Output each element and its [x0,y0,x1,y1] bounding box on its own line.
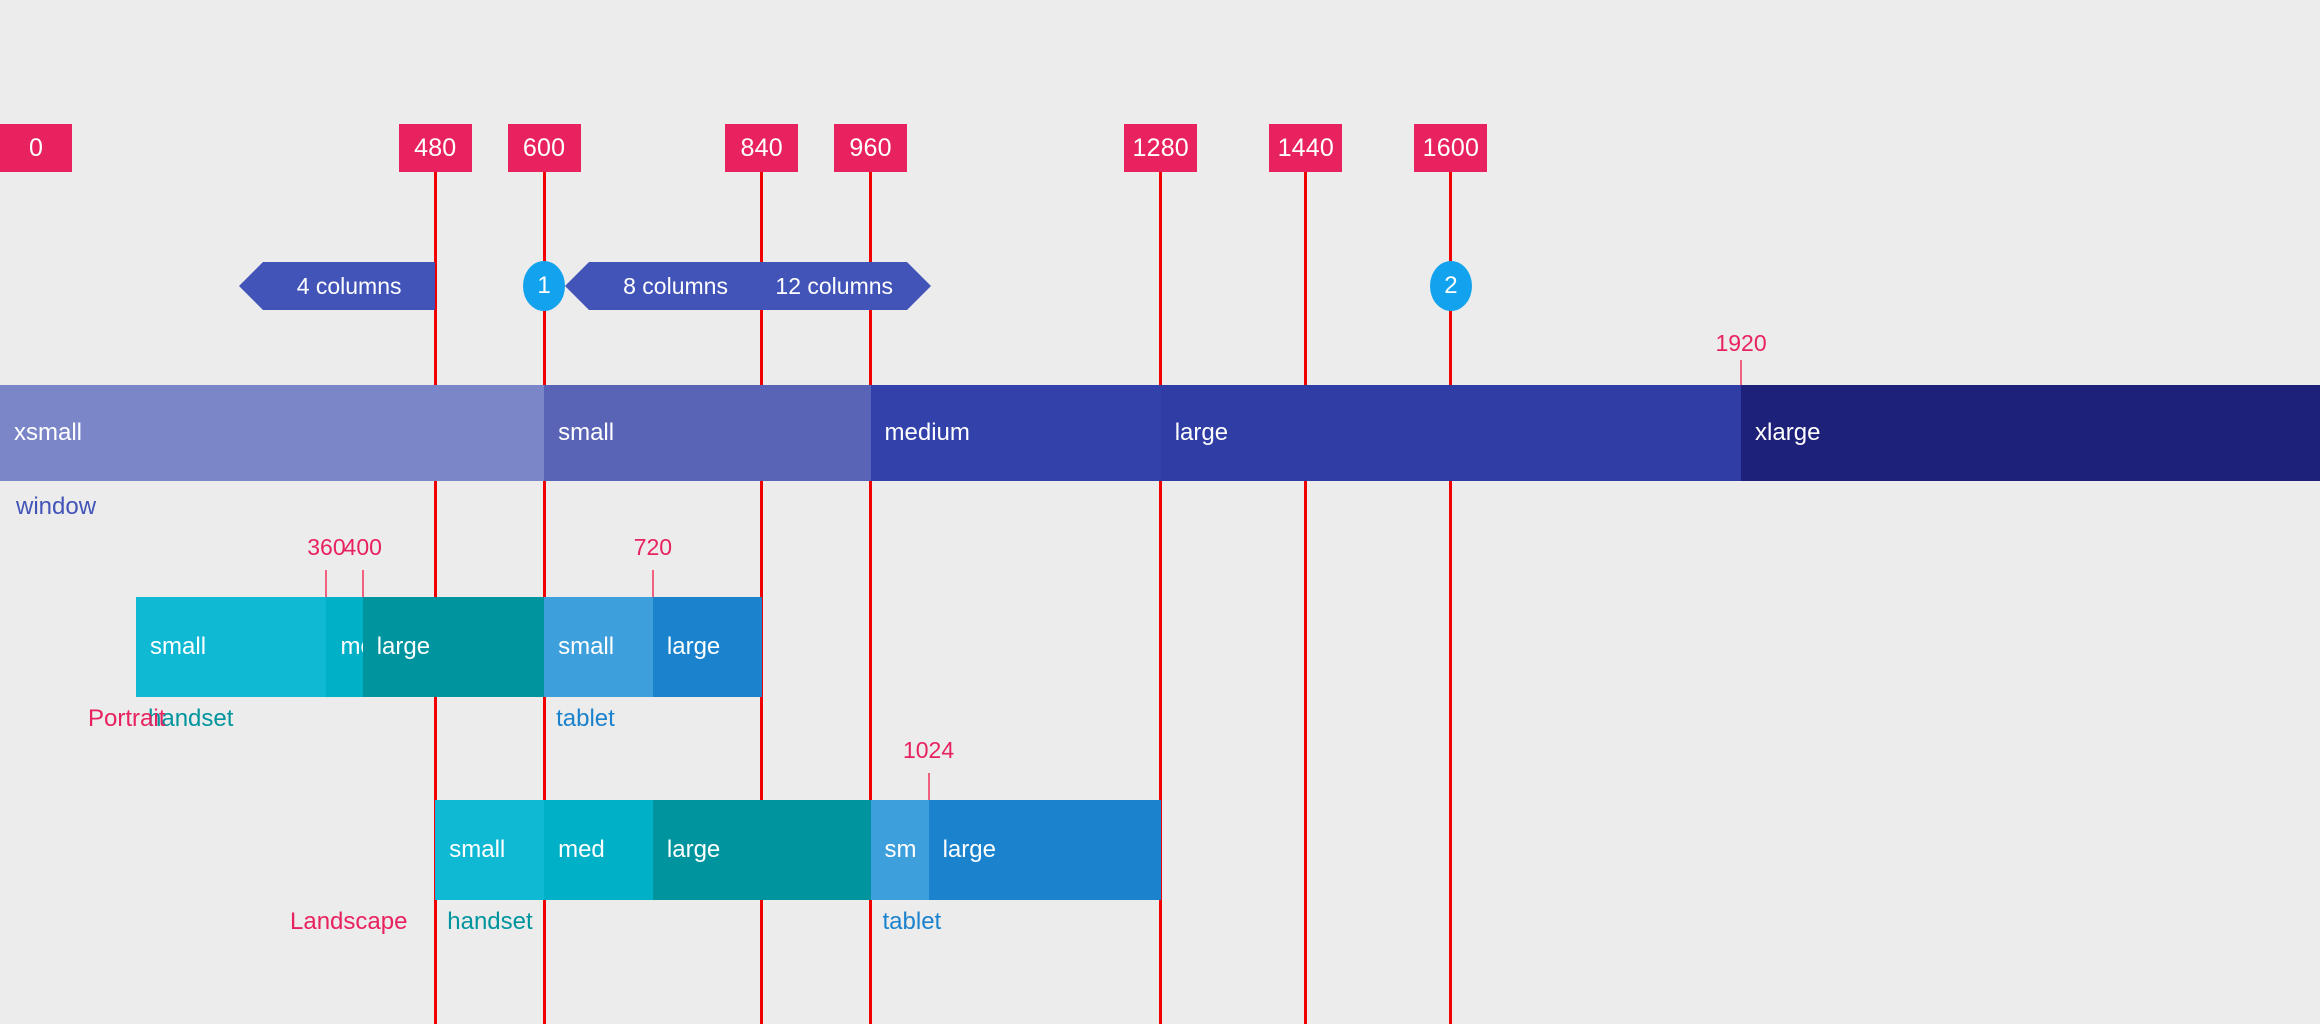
device-segment-label: large [666,633,721,660]
window-marker-label: 1920 [1715,330,1767,356]
device-segment [435,597,545,697]
device-tick-label: 360 [307,534,346,560]
device-tick-portrait-720: 720 [613,534,693,597]
device-segment: large [652,800,762,900]
chevron-left-arrow-icon [238,262,263,310]
number-pill-1[interactable]: 1 [523,261,566,311]
bar-8-12col[interactable]: 8 columns 12 columns [565,262,931,310]
breakpoint-badge-0[interactable]: 0 [0,124,72,172]
window-segment-label: xlarge [1755,419,1821,446]
column-bar-segment: 12 columns [775,273,894,299]
device-tick-label: 720 [633,534,673,560]
device-segment-label: sm [884,836,917,863]
chevron-left-arrow-icon [565,262,590,310]
portrait-row-label: Portrait [88,705,166,732]
device-segment-label: large [942,836,996,863]
breakpoint-line-1280 [1159,124,1163,1024]
device-segment: small [544,597,653,697]
device-tick-label: 400 [343,534,382,560]
device-tick-portrait-400: 400 [323,534,403,597]
number-pill-2[interactable]: 2 [1429,261,1472,311]
window-segment [0,385,436,481]
device-block-portrait-tablet: small large [0,597,2320,697]
window-band: xsmall small medium large xlarge [0,385,2320,481]
window-segment [1741,385,2320,481]
device-group-label-landscape-handset: handset [447,908,533,935]
breakpoint-line-600 [542,124,546,1024]
device-segment-label: small [558,633,615,660]
device-segment-label: small [449,836,506,863]
breakpoint-badge-480[interactable]: 480 [398,124,472,172]
device-segment-label: large [666,836,721,863]
device-tick-mark [651,570,654,597]
window-segment [1305,385,1742,481]
device-group-label-portrait-handset: handset [148,705,234,732]
device-group-label-portrait-tablet: tablet [556,705,615,732]
column-bar-segment: 4 columns [296,273,402,299]
window-segment [870,385,1161,481]
breakpoint-badge-960[interactable]: 960 [834,124,908,172]
breakpoint-badge-1280[interactable]: 1280 [1124,124,1198,172]
breakpoint-badge-600[interactable]: 600 [507,124,581,172]
device-tick-mark [927,773,930,800]
window-marker-1920: 1920 [1701,330,1781,385]
device-segment: small [136,597,327,697]
breakpoint-line-840 [760,124,764,1024]
breakpoint-badge-1440[interactable]: 1440 [1269,124,1343,172]
device-segment: large [652,597,762,697]
window-segment-label: xsmall [14,419,83,446]
window-segment-label: medium [884,419,970,446]
breakpoint-badge-840[interactable]: 840 [725,124,799,172]
device-segment: large [928,800,1161,900]
breakpoint-badge-1600[interactable]: 1600 [1414,124,1488,172]
window-marker-tick [1740,360,1743,385]
device-segment-label: large [376,633,431,660]
device-segment: small [435,800,545,900]
device-segment: large [362,597,436,697]
device-segment-label: small [150,633,207,660]
device-segment: med [544,800,653,900]
device-tick-landscape-1024: 1024 [889,737,969,800]
device-tick-portrait-360: 360 [286,534,366,597]
window-segment [544,385,762,481]
landscape-row-label: Landscape [290,908,408,935]
device-segment-label: med [558,836,605,863]
device-tick-mark [325,570,328,597]
window-segment-label: large [1174,419,1229,446]
window-segment [435,385,545,481]
breakpoint-line-1440 [1304,124,1308,1024]
breakpoint-line-960 [869,124,873,1024]
bar-4col[interactable]: 4 columns [238,262,436,310]
device-tick-mark [361,570,364,597]
device-group-label-landscape-tablet: tablet [882,908,942,935]
column-bar-segment: 8 columns [623,273,728,299]
window-segment [761,385,871,481]
breakpoint-line-1600 [1449,124,1453,1024]
chevron-right-arrow-icon [906,262,931,310]
device-segment [761,800,871,900]
device-segment: sm [870,800,929,900]
window-row-label: window [16,493,97,520]
device-block-landscape-handset: small med large [0,800,2320,900]
window-segment-label: small [558,419,615,446]
device-tick-label: 1024 [902,737,955,763]
window-segment [1160,385,1306,481]
breakpoint-line-480 [433,124,437,1024]
